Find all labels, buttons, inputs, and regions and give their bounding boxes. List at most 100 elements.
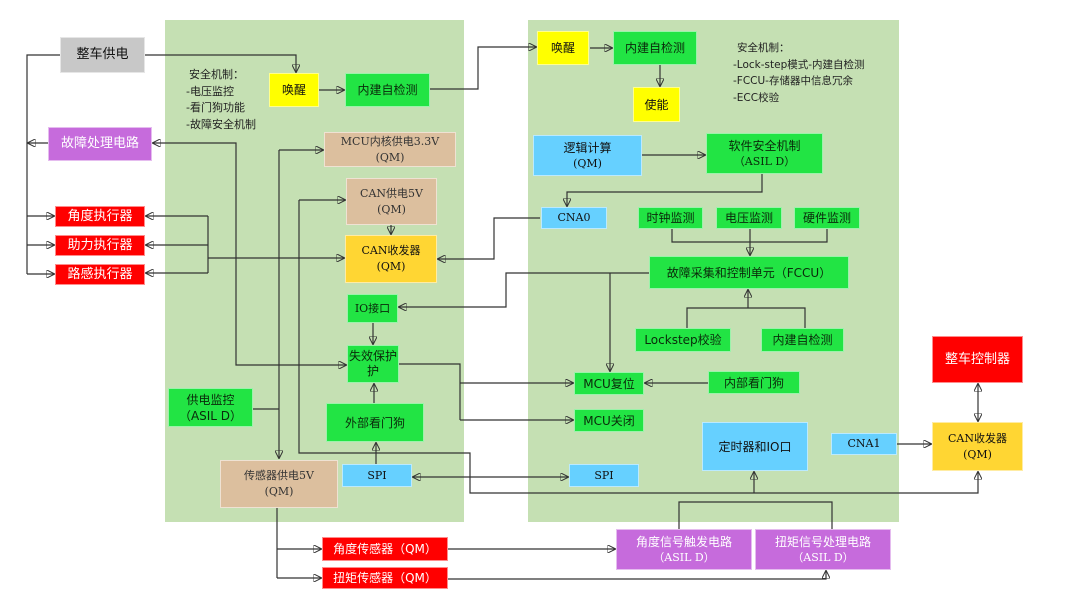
right-safety-notes: 安全机制： -Lock-step模式-内建自检测 -FCCU-存储器中信息冗余 … <box>733 40 865 106</box>
right-notes-item: -Lock-step模式-内建自检测 <box>733 58 865 71</box>
logic-compute-label: 逻辑计算 <box>563 140 612 155</box>
road-feel-actuator-label: 路感执行器 <box>67 266 133 282</box>
mcu-core-power-label: MCU内核供电3.3V <box>340 134 440 148</box>
bist-fccu-box: 内建自检测 <box>761 328 844 352</box>
torque-signal-circuit-label: 扭矩信号处理电路 <box>774 534 871 549</box>
fccu-box: 故障采集和控制单元（FCCU） <box>649 256 849 289</box>
voltage-monitor-label: 电压监测 <box>724 211 773 225</box>
bist-fccu-label: 内建自检测 <box>772 333 833 347</box>
left-notes-item: -看门狗功能 <box>186 101 245 114</box>
vehicle-controller-box: 整车控制器 <box>932 336 1023 383</box>
can-transceiver-right-box: CAN收发器 (QM) <box>932 422 1023 471</box>
mcu-core-power-box: MCU内核供电3.3V (QM) <box>324 132 456 167</box>
internal-watchdog-box: 内部看门狗 <box>708 371 800 394</box>
fail-safe-label: 失效保护 <box>348 349 397 363</box>
angle-signal-circuit-label: 角度信号触发电路 <box>635 534 732 549</box>
clock-monitor-box: 时钟监测 <box>638 207 703 229</box>
fault-handling-label: 故障处理电路 <box>60 136 139 151</box>
fccu-label: 故障采集和控制单元（FCCU） <box>666 265 832 280</box>
timer-io-label: 定时器和IO口 <box>718 439 792 454</box>
voltage-monitor-box: 电压监测 <box>716 207 782 229</box>
logic-compute-level: (QM) <box>573 156 602 170</box>
io-interface-label: IO接口 <box>354 301 391 315</box>
external-watchdog-box: 外部看门狗 <box>326 403 424 442</box>
can-transceiver-right-label: CAN收发器 <box>948 431 1007 445</box>
bist-box-right: 内建自检测 <box>613 31 697 65</box>
fail-safe-box: 失效保护 护 <box>347 345 399 383</box>
software-safety-box: 软件安全机制 （ASIL D） <box>706 133 823 174</box>
hardware-monitor-box: 硬件监测 <box>794 207 860 229</box>
bist-left-label: 内建自检测 <box>357 83 418 97</box>
torque-signal-circuit-level: （ASIL D） <box>792 550 854 564</box>
wakeup-right-label: 唤醒 <box>550 41 575 55</box>
spi-right-box: SPI <box>569 464 639 487</box>
software-safety-label: 软件安全机制 <box>728 138 801 153</box>
logic-compute-box: 逻辑计算 (QM) <box>533 135 642 176</box>
sensor-power-box: 传感器供电5V (QM) <box>220 460 338 508</box>
left-notes-item: -故障安全机制 <box>186 117 256 131</box>
cna0-box: CNA0 <box>541 207 607 229</box>
power-monitor-box: 供电监控 （ASIL D） <box>168 388 253 427</box>
angle-signal-circuit-box: 角度信号触发电路 （ASIL D） <box>616 529 752 570</box>
angle-sensor-label: 角度传感器（QM） <box>333 542 437 556</box>
assist-actuator-box: 助力执行器 <box>55 235 145 256</box>
wakeup-box-right: 唤醒 <box>537 31 589 65</box>
sensor-power-label: 传感器供电5V <box>244 469 314 482</box>
bist-box-left: 内建自检测 <box>345 73 430 107</box>
lockstep-check-box: Lockstep校验 <box>635 328 731 352</box>
left-notes-item: -电压监控 <box>186 84 234 98</box>
right-notes-item: -FCCU-存储器中信息冗余 <box>733 75 853 87</box>
mcu-shutdown-box: MCU关闭 <box>574 409 644 432</box>
can-transceiver-left-label: CAN收发器 <box>361 244 421 257</box>
torque-sensor-label: 扭矩传感器（QM） <box>333 571 437 585</box>
angle-actuator-label: 角度执行器 <box>67 208 133 224</box>
can-power-label: CAN供电5V <box>360 186 423 200</box>
external-watchdog-label: 外部看门狗 <box>344 415 405 430</box>
left-notes-title: 安全机制： <box>189 68 244 81</box>
power-monitor-level: （ASIL D） <box>178 408 243 423</box>
internal-watchdog-label: 内部看门狗 <box>723 375 784 390</box>
angle-signal-circuit-level: （ASIL D） <box>653 550 715 564</box>
wakeup-box-left: 唤醒 <box>269 73 319 107</box>
hardware-monitor-label: 硬件监测 <box>802 211 851 225</box>
power-monitor-label: 供电监控 <box>186 392 235 407</box>
enable-box: 使能 <box>633 87 680 122</box>
vehicle-controller-label: 整车控制器 <box>944 351 1010 367</box>
connector-torque-sensor-signal <box>448 571 826 580</box>
torque-sensor-box: 扭矩传感器（QM） <box>322 567 448 589</box>
software-safety-level: （ASIL D） <box>733 154 796 168</box>
cna0-label: CNA0 <box>557 211 591 224</box>
spi-left-label: SPI <box>367 468 387 482</box>
mcu-reset-box: MCU复位 <box>574 372 644 395</box>
enable-label: 使能 <box>644 97 669 112</box>
spi-left-box: SPI <box>342 464 412 487</box>
sensor-power-level: (QM) <box>264 485 294 498</box>
right-notes-item: -ECC校验 <box>733 91 780 104</box>
angle-actuator-box: 角度执行器 <box>55 206 145 227</box>
vehicle-power-box: 整车供电 <box>60 37 145 73</box>
can-transceiver-left-box: CAN收发器 (QM) <box>345 235 437 283</box>
lockstep-check-label: Lockstep校验 <box>644 333 722 347</box>
vehicle-power-label: 整车供电 <box>76 47 129 62</box>
can-power-level: (QM) <box>377 202 406 216</box>
clock-monitor-label: 时钟监测 <box>646 211 695 225</box>
timer-io-box: 定时器和IO口 <box>702 422 808 471</box>
bist-right-label: 内建自检测 <box>624 41 685 55</box>
can-transceiver-right-level: (QM) <box>963 447 992 461</box>
cna1-label: CNA1 <box>847 437 881 450</box>
wakeup-left-label: 唤醒 <box>281 83 306 97</box>
torque-signal-circuit-box: 扭矩信号处理电路 （ASIL D） <box>755 529 891 570</box>
mcu-shutdown-label: MCU关闭 <box>583 413 635 428</box>
spi-right-label: SPI <box>594 468 614 482</box>
can-power-box: CAN供电5V (QM) <box>346 178 437 225</box>
mcu-core-power-level: (QM) <box>375 150 405 164</box>
road-feel-actuator-box: 路感执行器 <box>55 264 145 285</box>
mcu-reset-label: MCU复位 <box>583 376 635 391</box>
assist-actuator-label: 助力执行器 <box>67 237 133 253</box>
cna1-box: CNA1 <box>831 433 897 455</box>
left-safety-notes: 安全机制： -电压监控 -看门狗功能 -故障安全机制 <box>186 67 256 133</box>
fault-handling-circuit-box: 故障处理电路 <box>48 127 152 161</box>
right-notes-title: 安全机制： <box>737 42 790 54</box>
io-interface-box: IO接口 <box>347 294 398 323</box>
fail-safe-label-wrap: 护 <box>366 364 379 378</box>
